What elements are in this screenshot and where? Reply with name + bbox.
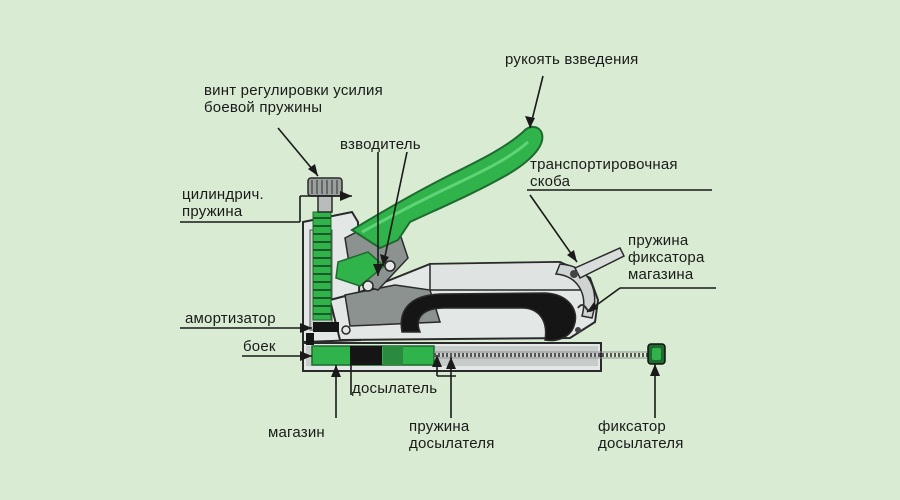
label-cylindrical-spring-line2: пружина bbox=[182, 203, 243, 220]
label-pusher-lock-line2: досылателя bbox=[598, 435, 684, 452]
label-striker: боек bbox=[243, 338, 276, 355]
cylindrical-spring bbox=[312, 211, 332, 321]
label-pusher-text: досылатель bbox=[352, 380, 438, 397]
transport-bracket bbox=[570, 247, 626, 280]
label-shock-absorber-text: амортизатор bbox=[185, 310, 276, 327]
label-pusher-spring-line2: досылателя bbox=[409, 435, 495, 452]
label-pusher-lock-line1: фиксатор bbox=[598, 418, 666, 435]
label-magazine: магазин bbox=[268, 424, 325, 441]
label-striker-text: боек bbox=[243, 338, 276, 355]
label-magazine-text: магазин bbox=[268, 424, 325, 441]
label-transport-bracket-line1: транспортировочная bbox=[530, 156, 678, 173]
label-cocking-handle-text: рукоять взведения bbox=[505, 51, 639, 68]
label-pusher: досылатель bbox=[352, 380, 437, 397]
label-magazine-lock-spring-line1: пружина bbox=[628, 232, 689, 249]
shock-absorber bbox=[313, 322, 339, 332]
label-cocking-handle: рукоять взведения bbox=[505, 51, 639, 68]
label-spring-adjust-screw: винт регулировки усилия боевой пружины bbox=[204, 82, 383, 116]
label-spring-adjust-screw-line1: винт регулировки усилия bbox=[204, 82, 383, 99]
label-magazine-lock-spring-line3: магазина bbox=[628, 266, 694, 283]
label-transport-bracket-line2: скоба bbox=[530, 173, 571, 190]
label-pusher-spring-line1: пружина bbox=[409, 418, 470, 435]
cocking-handle bbox=[350, 126, 544, 250]
label-cylindrical-spring-line1: цилиндрич. bbox=[182, 186, 264, 203]
label-magazine-lock-spring: пружина фиксатора магазина bbox=[628, 232, 705, 283]
adjustment-screw bbox=[307, 177, 343, 213]
pusher-block bbox=[350, 346, 403, 365]
striker-blade bbox=[306, 333, 314, 345]
label-magazine-lock-spring-line2: фиксатора bbox=[628, 249, 705, 266]
label-cocker-text: взводитель bbox=[340, 136, 421, 153]
pusher-spring-coil bbox=[434, 351, 650, 359]
label-cocker: взводитель bbox=[340, 136, 421, 153]
pusher-lock-knob bbox=[647, 343, 666, 365]
label-pusher-lock: фиксатор досылателя bbox=[598, 418, 684, 452]
label-cylindrical-spring: цилиндрич. пружина bbox=[182, 186, 264, 220]
label-transport-bracket: транспортировочная скоба bbox=[530, 156, 678, 190]
leader-arrows bbox=[300, 116, 660, 377]
label-spring-adjust-screw-line2: боевой пружины bbox=[204, 99, 323, 116]
label-pusher-spring: пружина досылателя bbox=[409, 418, 495, 452]
label-shock-absorber: амортизатор bbox=[185, 310, 276, 327]
